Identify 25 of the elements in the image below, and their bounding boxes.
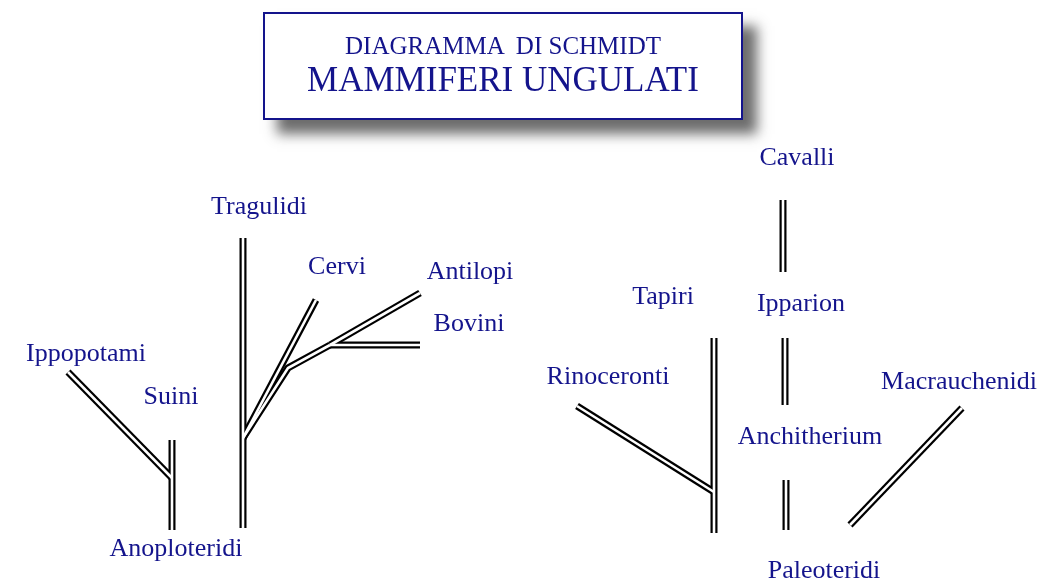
double-line	[779, 200, 787, 272]
double-line	[847, 405, 965, 528]
taxon-label: Rinoceronti	[546, 361, 670, 391]
taxon-label: Ippopotami	[26, 338, 146, 368]
double-line	[782, 480, 790, 530]
double-line	[781, 338, 789, 405]
taxon-label: Bovini	[433, 308, 505, 338]
double-line	[710, 338, 718, 492]
taxon-label: Antilopi	[426, 256, 514, 286]
taxon-label: Tragulidi	[211, 191, 307, 221]
title-text: DIAGRAMMA DI SCHMIDT	[345, 31, 661, 61]
taxon-label: Suini	[143, 381, 199, 411]
title-text: MAMMIFERI UNGULATI	[307, 60, 699, 101]
taxon-label: Cavalli	[759, 142, 835, 172]
taxon-label: Paleoteridi	[767, 555, 881, 580]
taxon-label: Anoploteridi	[109, 533, 243, 563]
taxon-label: Anchitherium	[737, 421, 883, 451]
double-line	[239, 238, 247, 438]
taxon-label: Ipparion	[756, 288, 846, 318]
taxon-label: Tapiri	[632, 281, 694, 311]
taxon-label: Cervi	[308, 251, 366, 281]
double-line	[168, 440, 176, 478]
double-line	[330, 341, 420, 349]
taxon-label: Macrauchenidi	[881, 366, 1037, 396]
title-box	[263, 12, 743, 120]
